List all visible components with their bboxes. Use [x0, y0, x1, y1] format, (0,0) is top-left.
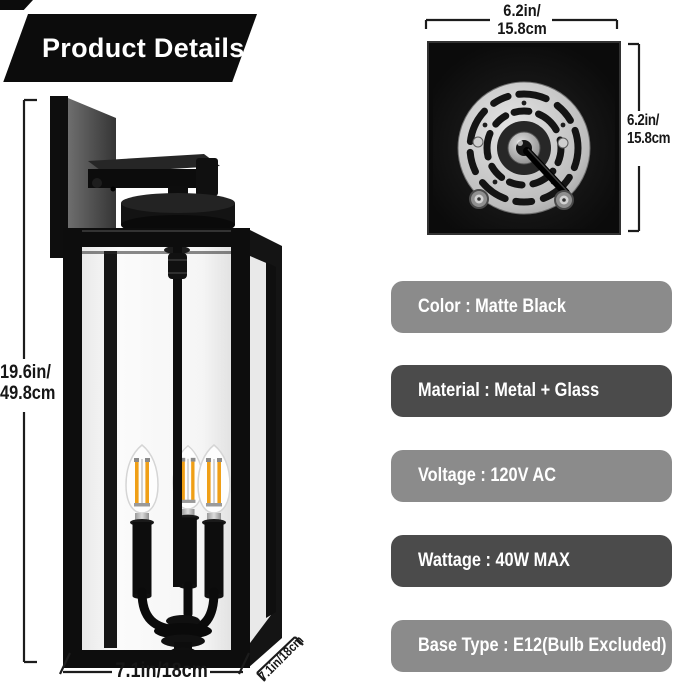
spec-wattage: Wattage : 40W MAX: [391, 535, 672, 587]
spec-material-label: Material : Metal + Glass: [418, 380, 600, 401]
spec-wattage-label: Wattage : 40W MAX: [418, 550, 570, 571]
spec-base-type-label: Base Type : E12(Bulb Excluded): [418, 635, 667, 656]
banner-title: Product Details: [42, 33, 245, 63]
lantern-height-label: 19.6in/ 49.8cm: [0, 362, 56, 405]
plate-height-label: 6.2in/ 15.8cm: [627, 112, 671, 147]
mounting-plate-illustration: [427, 41, 621, 235]
spec-base-type: Base Type : E12(Bulb Excluded): [391, 620, 672, 672]
spec-color-label: Color : Matte Black: [418, 296, 567, 317]
spec-material: Material : Metal + Glass: [391, 365, 672, 417]
lantern-width-label: 7.1in/18cm: [115, 659, 208, 682]
corner-ribbon: [0, 0, 33, 10]
lantern-illustration: [50, 96, 282, 668]
spec-voltage-label: Voltage : 120V AC: [418, 465, 557, 486]
spec-color: Color : Matte Black: [391, 281, 672, 333]
plate-width-label: 6.2in/ 15.8cm: [497, 1, 547, 38]
spec-voltage: Voltage : 120V AC: [391, 450, 672, 502]
product-details-banner: Product Details: [3, 14, 257, 82]
